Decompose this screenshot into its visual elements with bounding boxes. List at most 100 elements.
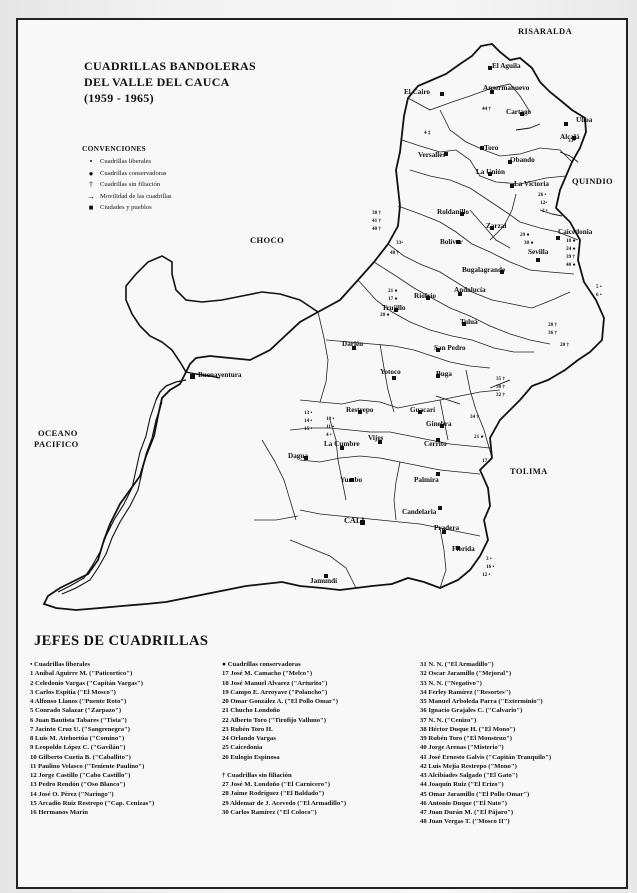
town-buenaventura: Buenaventura	[198, 371, 242, 379]
legend-label: Cuadrillas sin filiación	[100, 181, 161, 189]
svg-text:17 ●: 17 ●	[388, 296, 398, 302]
roster-entry: 37 N. N. ("Cenizo")	[420, 716, 477, 724]
map-frame	[16, 18, 628, 889]
svg-text:48 †: 48 †	[390, 250, 399, 256]
roster-spacer	[222, 762, 346, 771]
svg-text:5 •: 5 •	[596, 284, 602, 290]
roster-entry: 12 Jorge Castillo ("Cabo Castillo")	[30, 772, 131, 779]
svg-text:39 †: 39 †	[566, 254, 575, 260]
roster-subheading-liberales: • Cuadrillas liberales	[30, 661, 90, 668]
title-line-3: (1959 - 1965)	[84, 91, 154, 105]
town-tulua: Tuluá	[460, 318, 478, 326]
town-el-cairo: El Cairo	[404, 88, 431, 96]
town-cartago: Cartago	[506, 108, 532, 116]
town-zarzal: Zarzal	[486, 222, 507, 230]
town-cali: CALI	[344, 516, 365, 525]
town-darien: Darién	[342, 340, 364, 348]
roster-column-liberales: • Cuadrillas liberales 1 Aníbal Aguirre …	[30, 660, 154, 817]
roster-entry: 11 Paulino Velasco ("Teniente Paulino")	[30, 762, 145, 770]
town-san-pedro: San Pedro	[434, 344, 466, 352]
legend-item: ●Cuadrillas conservadoras	[82, 168, 302, 179]
roster-entry: 31 N. N. ("El Armadillo")	[420, 661, 494, 668]
roster-entry: 20 Omar González A. ("El Pollo Omar")	[222, 698, 338, 705]
roster-entry: 28 Jaime Rodríguez ("El Baldado")	[222, 790, 325, 798]
town-alcala: Alcalá	[560, 133, 580, 141]
roster-entry: 1 Aníbal Aguirre M. ("Paticortico")	[30, 670, 133, 678]
town-bolivar: Bolívar	[440, 238, 463, 246]
roster-entry: 48 Juan Vergas T. ("Mosco II")	[420, 818, 510, 826]
town-florida: Florida	[452, 545, 475, 553]
svg-text:21 ●: 21 ●	[474, 434, 484, 440]
roster-entry: 32 Oscar Jaramillo ("Mejoral")	[420, 670, 512, 678]
town-ginebra: Ginebra	[426, 420, 452, 428]
roster-column-conservadoras: ● Cuadrillas conservadoras 17 José M. Ca…	[222, 660, 346, 817]
roster-entry: 16 Hermanos Marín	[30, 809, 88, 816]
svg-text:35 †: 35 †	[496, 376, 505, 382]
town-restrepo: Restrepo	[346, 406, 374, 414]
town-riofrio: Riofrío	[414, 292, 436, 300]
svg-text:20 ●: 20 ●	[380, 312, 390, 318]
valle-del-cauca-map: 44 † 4 ‡ 33• 26 • 12• 2 • 38 † 41 † 40 †…	[42, 43, 605, 611]
square-icon: ■	[88, 203, 94, 213]
roster-entry: 14 José O. Pérez ("Naringo")	[30, 790, 114, 798]
roster-entry: 38 Héctor Duque H. ("El Mono")	[420, 725, 516, 733]
legend-label: Movilidad de las cuadrillas	[100, 192, 172, 200]
svg-text:3 •: 3 •	[486, 556, 492, 562]
svg-text:41 †: 41 †	[372, 218, 381, 224]
town-caicedonia: Caicedonia	[558, 228, 593, 236]
roster-entry: 18 José Manuel Alvarez ("Arturito")	[222, 679, 328, 687]
roster-entry: 39 Rubén Toro ("El Monstruo")	[420, 735, 513, 742]
roster-entry: 41 José Ernesto Galvis ("Capitán Tranqui…	[420, 753, 552, 761]
roster-entry: 22 Alberto Toro ("Tirofijo Valluno")	[222, 716, 327, 724]
svg-text:16 •: 16 •	[486, 564, 494, 570]
town-cerrito: Cerrito	[424, 440, 447, 448]
town-jamundi: Jamundí	[310, 577, 338, 585]
roster-subheading-conservadoras: ● Cuadrillas conservadoras	[222, 661, 301, 668]
roster-entry: 4 Alfonso Llanos ("Puente Roto")	[30, 698, 127, 705]
roster-entry: 40 Jorge Arenas ("Misterio")	[420, 744, 504, 752]
legend-item: →Movilidad de las cuadrillas	[82, 191, 302, 202]
svg-text:30 †: 30 †	[496, 384, 505, 390]
roster-entry: 29 Aldemar de J. Acevedo ("El Armadillo"…	[222, 799, 347, 807]
map-title: CUADRILLAS BANDOLERAS DEL VALLE DEL CAUC…	[84, 58, 304, 106]
svg-text:12 •: 12 •	[482, 572, 490, 578]
town-yumbo: Yumbo	[340, 476, 363, 484]
svg-text:10 •: 10 •	[326, 416, 334, 422]
choco-border	[125, 255, 319, 373]
title-line-1: CUADRILLAS BANDOLERAS	[84, 59, 256, 73]
svg-text:24 ●: 24 ●	[566, 246, 576, 252]
map-legend: CONVENCIONES •Cuadrillas liberales ●Cuad…	[82, 143, 302, 213]
town-buga: Buga	[436, 370, 452, 378]
town-sevilla: Sevilla	[528, 248, 549, 256]
roster-entry: 8 Luis M. Atehortúa ("Comino")	[30, 735, 125, 742]
roster-entry: 21 Chucho Londoño	[222, 707, 280, 715]
roster-entry: 43 Alcibíades Salgado ("El Gato")	[420, 772, 518, 779]
town-toro: Toro	[484, 144, 499, 152]
town-ulloa: Ulloa	[576, 116, 593, 124]
roster-entry: 15 Arcadio Ruiz Restrepo ("Cap. Cenizas"…	[30, 799, 155, 807]
roster-entry: 33 N. N. ("Negativo")	[420, 679, 482, 687]
roster-entry: 3 Carlos Espitia ("El Mosco")	[30, 688, 116, 696]
region-choco: CHOCO	[250, 235, 285, 245]
svg-text:13 •: 13 •	[304, 410, 312, 416]
svg-text:4 ‡: 4 ‡	[424, 130, 431, 136]
svg-text:40 †: 40 †	[372, 226, 381, 232]
svg-text:20 †: 20 †	[560, 342, 569, 348]
roster-column-3: 31 N. N. ("El Armadillo") 32 Oscar Jaram…	[420, 660, 551, 827]
bay-outline	[155, 371, 221, 401]
roster-entry: 25 Caicedonia	[222, 744, 263, 752]
conservative-dot-icon: ●	[88, 168, 94, 178]
roster-entry: 19 Campo E. Arroyave ("Polancho")	[222, 688, 328, 696]
roster-entry: 36 Ignacio Grajales C. ("Calvario")	[420, 707, 523, 715]
roster-entry: 47 Juan Durán M. ("El Pájaro")	[420, 809, 514, 816]
svg-text:4 •: 4 •	[326, 432, 332, 438]
cross-icon: †	[89, 180, 93, 190]
roster-subheading-sin-filiacion: † Cuadrillas sin filiación	[222, 771, 292, 779]
roster-entry: 27 José M. Londoño ("El Carnicero")	[222, 781, 330, 788]
region-quindio: QUINDIO	[572, 176, 614, 186]
svg-text:38 †: 38 †	[372, 210, 381, 216]
town-obando: Obando	[510, 156, 535, 164]
svg-text:30 ●: 30 ●	[524, 240, 534, 246]
town-vijes: Vijes	[368, 434, 384, 442]
svg-text:17 •: 17 •	[482, 458, 490, 464]
